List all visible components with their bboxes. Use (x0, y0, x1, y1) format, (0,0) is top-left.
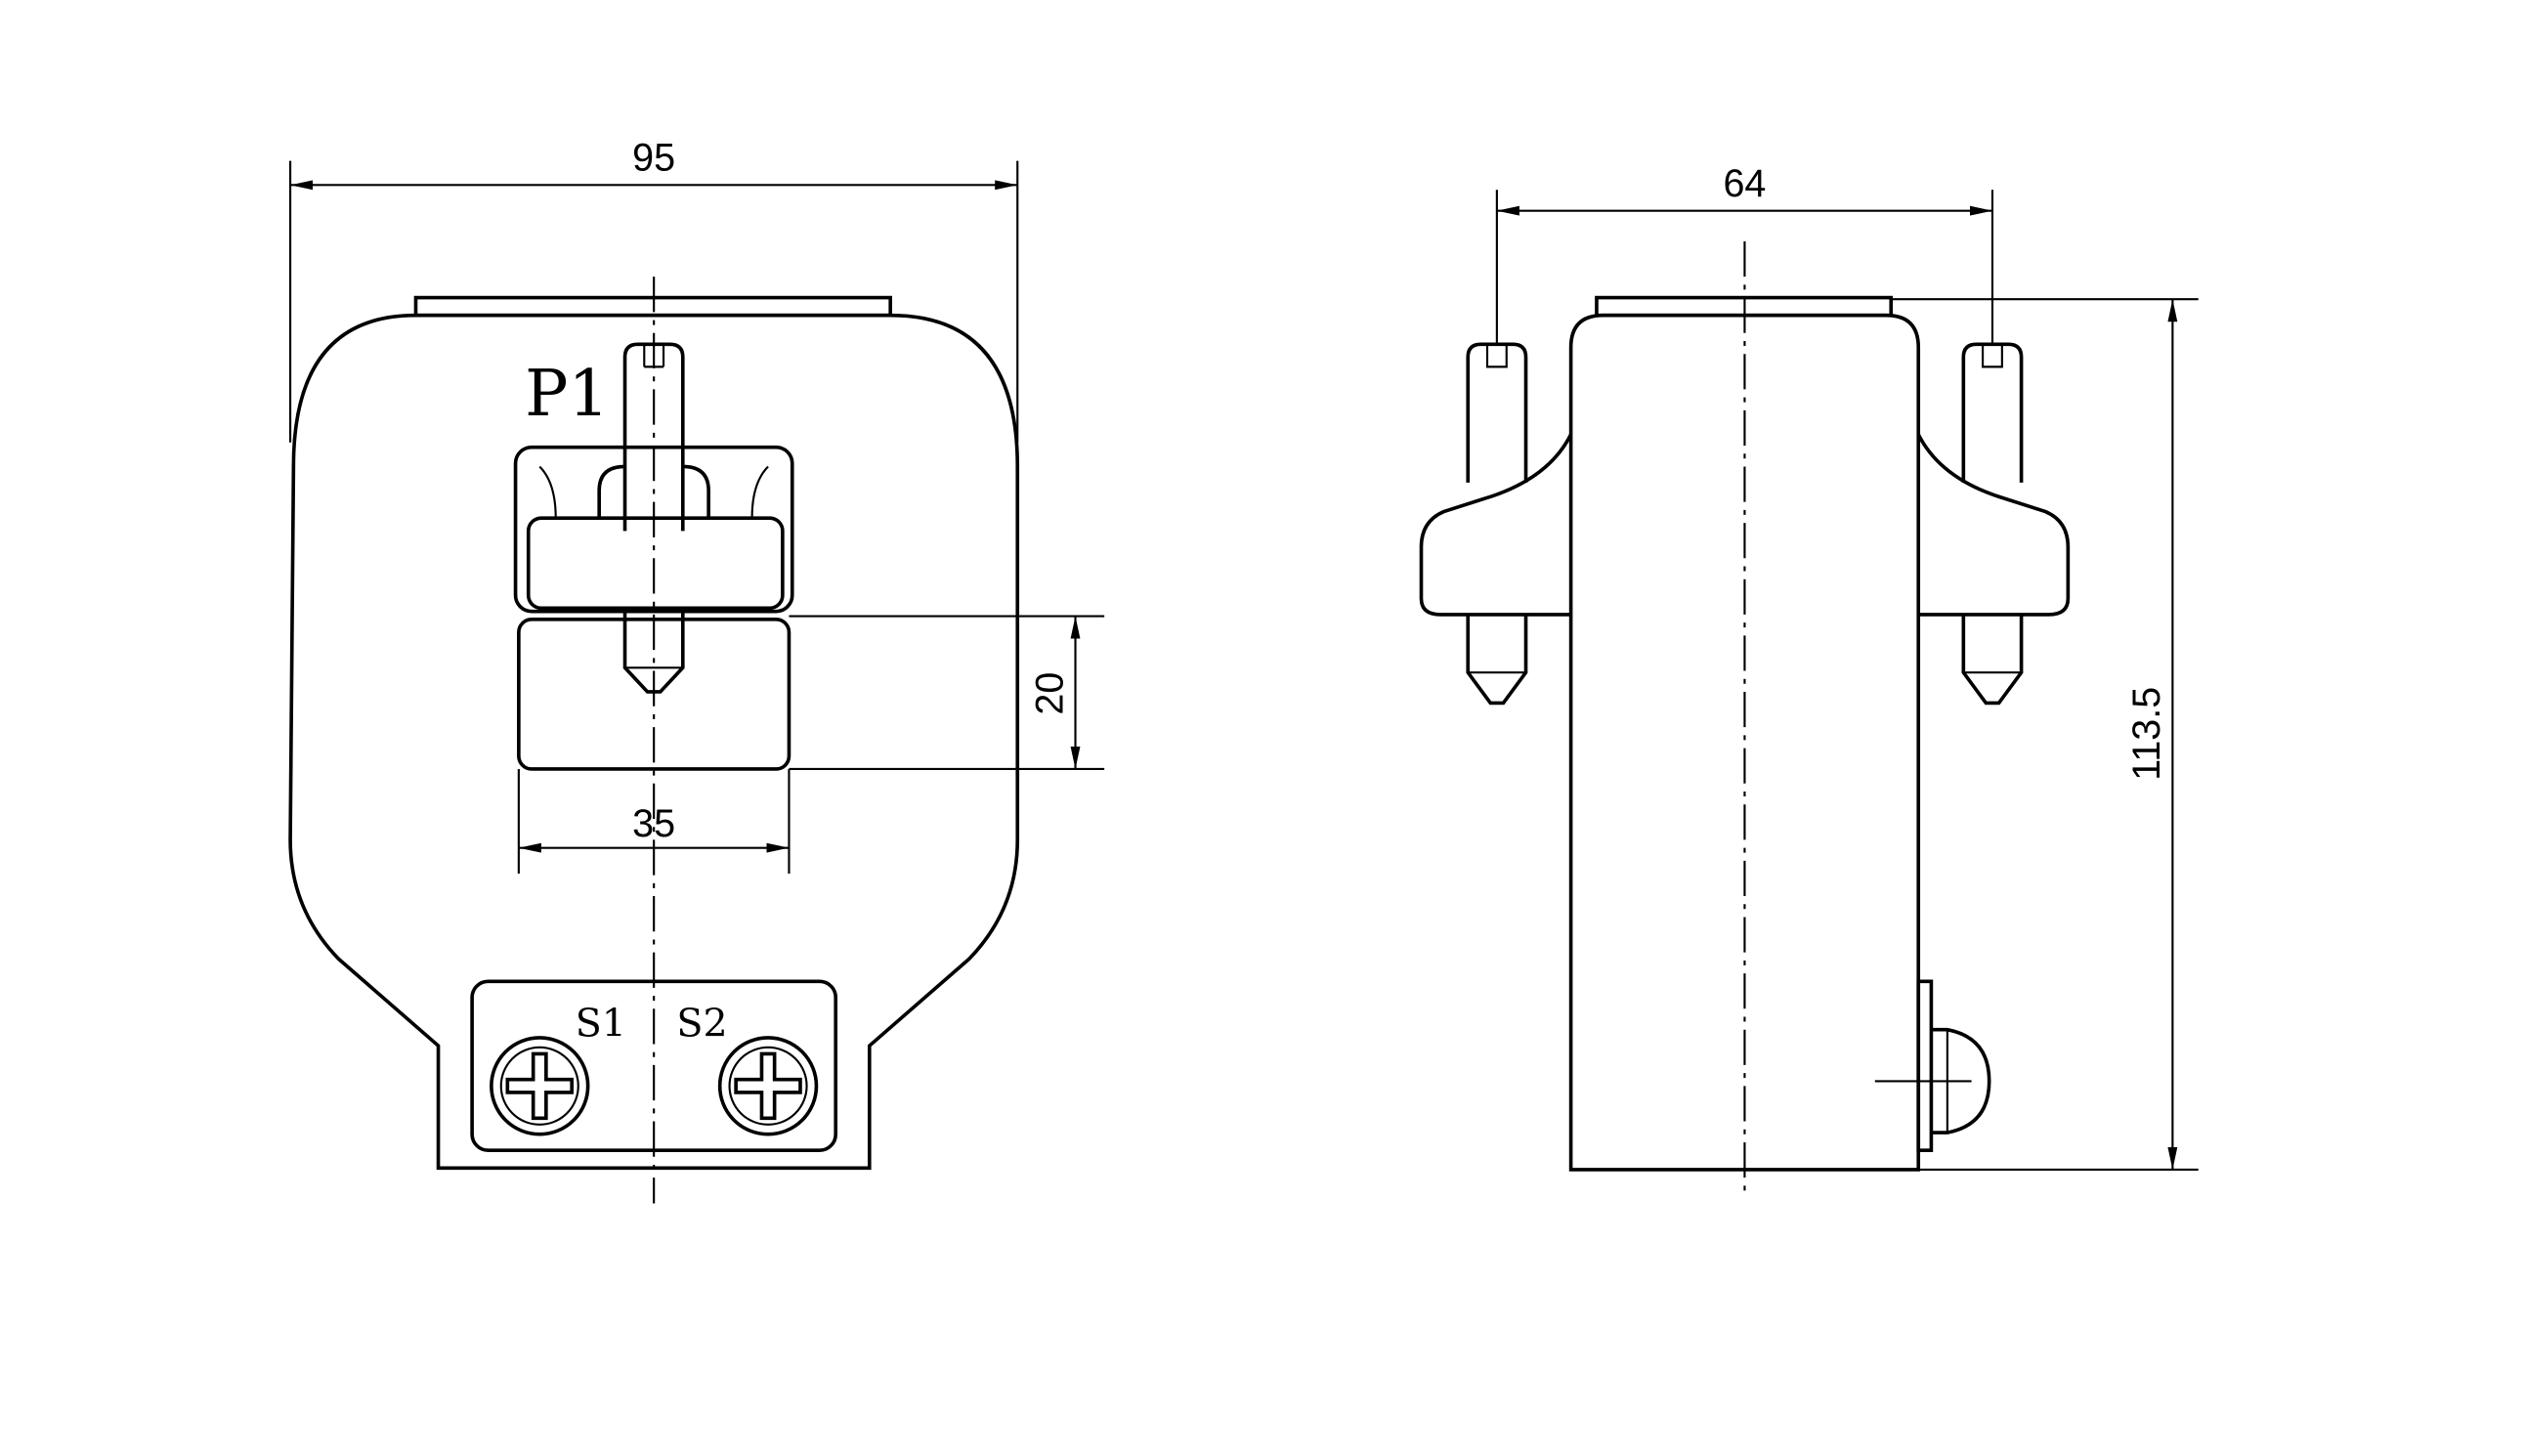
side-view: 64 113.5 (1419, 162, 2199, 1191)
dimension-64: 64 (1495, 162, 1994, 346)
dim-depth-text: 64 (1723, 162, 1766, 205)
screw-s1-icon (490, 1036, 590, 1136)
s1-label: S1 (576, 1001, 626, 1046)
housing-outline (288, 313, 1020, 1171)
primary-terminal (513, 342, 794, 771)
dim-window-width-text: 35 (632, 802, 675, 845)
dim-width-text: 95 (632, 137, 675, 180)
secondary-screw-side-icon (1874, 979, 1991, 1152)
dim-window-height-text: 20 (1028, 672, 1071, 715)
right-terminal-bracket (1916, 342, 2071, 706)
front-view: 95 P1 20 35 (288, 137, 1105, 1204)
dimension-20: 20 (789, 615, 1105, 771)
p1-label: P1 (525, 356, 609, 431)
dim-height-text: 113.5 (2125, 687, 2168, 781)
screw-s2-icon (717, 1036, 819, 1136)
dimension-113-5: 113.5 (1891, 298, 2199, 1172)
s2-label: S2 (676, 1001, 727, 1046)
housing-side (1568, 313, 1921, 1172)
dimension-95: 95 (288, 137, 1019, 443)
left-terminal-bracket (1419, 342, 1573, 706)
dimension-35: 35 (517, 768, 791, 874)
secondary-terminal-block: S1 S2 (470, 979, 838, 1152)
